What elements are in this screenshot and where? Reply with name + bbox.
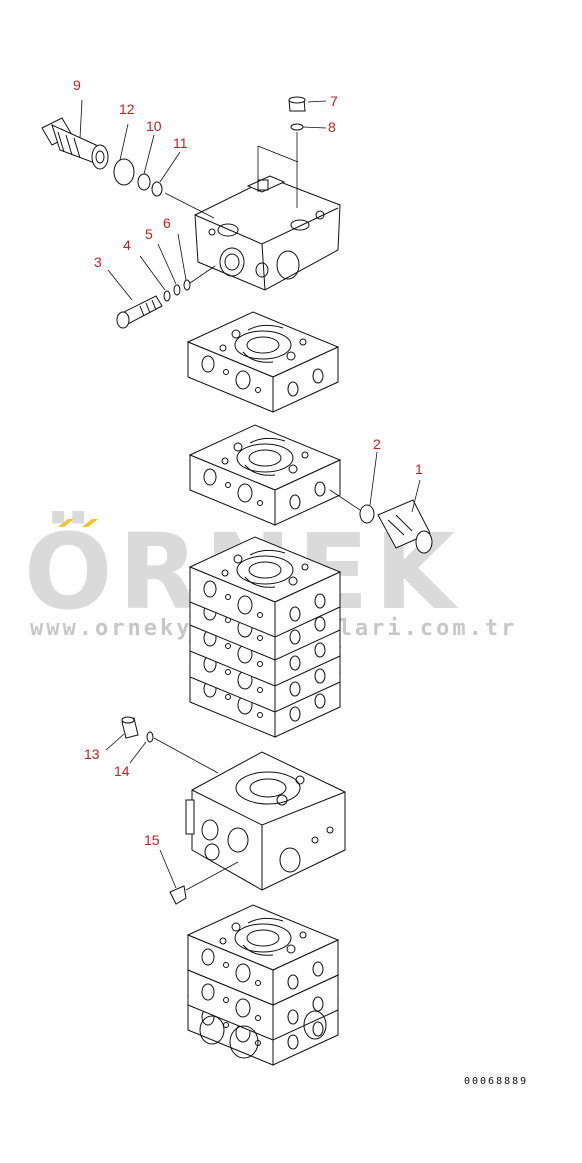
o-ring-part-8 [290,123,304,131]
valve-spool-part-3 [116,295,163,329]
relief-valve-part-9 [41,117,109,170]
watermark-accent-mark [58,519,98,527]
valve-section-1 [187,311,339,413]
callout-5: 5 [145,226,153,242]
o-ring-part-5 [173,284,181,296]
o-ring-part-4 [163,290,171,302]
valve-section-bottom [187,904,339,1066]
plug-part-15 [169,885,187,905]
callout-3: 3 [94,254,102,270]
document-number: 00068889 [464,1076,528,1087]
callout-4: 4 [123,237,131,253]
callout-13: 13 [84,746,100,762]
o-ring-part-12 [113,158,135,186]
callout-15: 15 [144,832,160,848]
valve-section-2 [189,424,341,526]
callout-6: 6 [163,215,171,231]
relief-valve-part-1 [377,499,433,554]
callout-2: 2 [373,436,381,452]
plug-part-7 [288,96,306,112]
o-ring-part-11 [151,181,163,197]
plug-part-13 [121,716,139,739]
valve-section-large [185,751,346,891]
callout-1: 1 [415,461,423,477]
callout-12: 12 [119,101,135,117]
valve-section-stack [189,536,341,738]
callout-14: 14 [114,763,130,779]
callout-9: 9 [73,77,81,93]
callout-8: 8 [328,119,336,135]
callout-labels: 9 12 10 11 7 8 3 4 5 6 2 1 13 14 15 [73,77,423,848]
o-ring-part-14 [146,731,154,743]
top-housing-block [194,175,341,291]
o-ring-part-10 [137,173,151,191]
callout-7: 7 [330,93,338,109]
o-ring-part-2 [359,504,375,524]
callout-10: 10 [146,118,162,134]
callout-11: 11 [173,135,188,151]
o-ring-part-6 [183,279,191,291]
callout-leaders [79,99,421,889]
